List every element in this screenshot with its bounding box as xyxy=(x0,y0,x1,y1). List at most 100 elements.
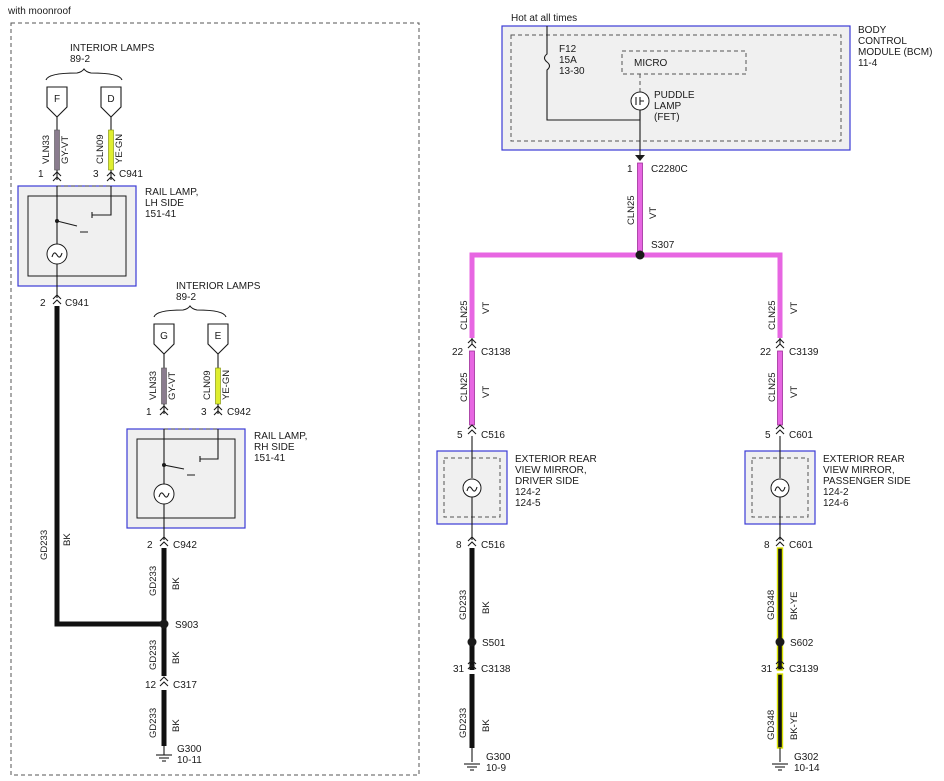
wire-vln33-1-circuit: VLN33 xyxy=(41,135,52,164)
wire-cln09-1-color: YE-GN xyxy=(114,134,125,164)
c2280c-pin: 1 xyxy=(627,164,633,175)
c317-pin: 12 xyxy=(145,680,157,691)
driver-wire-gnd2-color: BK xyxy=(481,719,492,732)
bulb-filament xyxy=(774,486,786,492)
interior-lamps-1-pin-d-shape xyxy=(100,86,122,118)
c601-bottom-connector: C601 xyxy=(789,540,813,551)
fuse-f12-wire xyxy=(543,26,641,121)
ground-g300b-name: G300 xyxy=(486,752,511,763)
c3138-top-connector: C3138 xyxy=(481,347,511,358)
moonroof-section: with moonroof INTERIOR LAMPS 89-2 F D VL… xyxy=(7,6,420,776)
connector-arrow xyxy=(635,155,645,161)
rail-lamp-lh-box xyxy=(17,185,137,287)
puddle-line2: LAMP xyxy=(654,101,682,112)
bcm-line2: CONTROL xyxy=(858,36,907,47)
wire-cln25-main-circuit: CLN25 xyxy=(626,195,637,225)
interior-lamps-2-pin-e-shape xyxy=(207,323,229,355)
rail-lamp-lh-ref: 151-41 xyxy=(145,209,177,220)
wire-gd233-long-circuit: GD233 xyxy=(39,530,50,560)
c601-bottom-pin: 8 xyxy=(764,540,770,551)
c3139-bottom-pin: 31 xyxy=(761,664,773,675)
splice-s602-dot xyxy=(775,637,785,647)
rail-lamp-rh-line1: RAIL LAMP, xyxy=(254,431,307,442)
c516-bottom-connector: C516 xyxy=(481,540,505,551)
switch-pivot xyxy=(55,219,59,223)
bulb-filament xyxy=(158,492,170,498)
ground-g300-name: G300 xyxy=(177,744,202,755)
ground-symbol xyxy=(155,754,173,762)
puddle-line1: PUDDLE xyxy=(654,90,695,101)
fuse-ref: 13-30 xyxy=(559,66,585,77)
fet-glyph xyxy=(635,97,644,105)
driver-wire-mid-circuit: CLN25 xyxy=(459,372,470,402)
wire-gd233-c-circuit: GD233 xyxy=(148,708,159,738)
c942-top-connector: C942 xyxy=(227,407,251,418)
wire-gd233-bk xyxy=(54,306,163,627)
cln09-1-pin: 3 xyxy=(93,169,99,180)
wire-vln33-2-color: GY-VT xyxy=(167,372,178,400)
passenger-mirror-line3: PASSENGER SIDE xyxy=(823,476,911,487)
cln09-2-pin: 3 xyxy=(201,407,207,418)
passenger-wire-mid-color: VT xyxy=(789,386,800,398)
wire-gd348-bk-ye xyxy=(776,673,784,749)
rail-lamp-rh-box xyxy=(126,428,246,529)
c3138-top-pin: 22 xyxy=(452,347,464,358)
passenger-wire-gnd1-color: BK-YE xyxy=(789,591,800,620)
bcm-section: Hot at all times BODY CONTROL MODULE (BC… xyxy=(436,13,932,774)
wire-cln09-2-color: YE-GN xyxy=(221,370,232,400)
rail-lamp-lh-wire xyxy=(91,186,112,218)
c3139-bottom-connector: C3139 xyxy=(789,664,819,675)
rail-lamp-lh-line2: LH SIDE xyxy=(145,198,184,209)
wire-cln25-vt xyxy=(469,252,783,338)
wire-gd233-bk xyxy=(161,690,167,746)
wire-gd233-b-circuit: GD233 xyxy=(148,640,159,670)
ground-symbol xyxy=(463,763,481,771)
c601-top-pin: 5 xyxy=(765,430,771,441)
driver-wire-gnd1-circuit: GD233 xyxy=(458,590,469,620)
c516-top-pin: 5 xyxy=(457,430,463,441)
passenger-wire-mid-circuit: CLN25 xyxy=(767,372,778,402)
wire-gd233-c-color: BK xyxy=(171,719,182,732)
wire-cln09-ye-gn xyxy=(108,129,114,171)
passenger-wire-top-color: VT xyxy=(789,302,800,314)
wire-cln25-main-color: VT xyxy=(648,207,659,219)
wire-cln25-vt xyxy=(469,350,475,426)
c941-bottom-connector: C941 xyxy=(65,298,89,309)
connector-symbol xyxy=(467,424,477,435)
wire-gd233-a-circuit: GD233 xyxy=(148,566,159,596)
passenger-mirror-line2: VIEW MIRROR, xyxy=(823,465,895,476)
bcm-line1: BODY xyxy=(858,25,887,36)
passenger-wire-gnd2-color: BK-YE xyxy=(789,711,800,740)
interior-lamps-1-title: INTERIOR LAMPS xyxy=(70,43,155,54)
wire-gd233-bk xyxy=(469,548,475,670)
hot-at-all-times: Hot at all times xyxy=(511,13,577,24)
interior-lamps-2-brace xyxy=(153,305,227,318)
interior-lamps-1-pin-f: F xyxy=(54,94,60,105)
interior-lamps-1-pin-d: D xyxy=(107,94,114,105)
connector-symbol xyxy=(775,424,785,435)
passenger-mirror-ref1: 124-2 xyxy=(823,487,849,498)
micro-box xyxy=(621,50,747,75)
bcm-box xyxy=(501,25,851,151)
splice-s307: S307 xyxy=(651,240,675,251)
splice-s501: S501 xyxy=(482,638,506,649)
connector-symbol xyxy=(159,676,169,687)
passenger-wire-gnd1-circuit: GD348 xyxy=(766,590,777,620)
wire-gd348-bk-ye xyxy=(776,547,784,671)
switch-pivot xyxy=(162,463,166,467)
moonroof-frame xyxy=(10,22,420,776)
passenger-wire-gnd2-circuit: GD348 xyxy=(766,710,777,740)
c941-bottom-pin: 2 xyxy=(40,298,46,309)
driver-mirror-line2: VIEW MIRROR, xyxy=(515,465,587,476)
splice-s903: S903 xyxy=(175,620,199,631)
wire-vln33-gy-vt xyxy=(161,367,167,405)
splice-s307-dot xyxy=(635,250,645,260)
interior-lamps-2-pin-g: G xyxy=(160,331,168,342)
interior-lamps-2-title: INTERIOR LAMPS xyxy=(176,281,261,292)
driver-wire-mid-color: VT xyxy=(481,386,492,398)
c601-top-connector: C601 xyxy=(789,430,813,441)
driver-mirror-ref1: 124-2 xyxy=(515,487,541,498)
driver-wire-gnd2-circuit: GD233 xyxy=(458,708,469,738)
driver-mirror-line1: EXTERIOR REAR xyxy=(515,454,597,465)
bulb-filament xyxy=(466,486,478,492)
